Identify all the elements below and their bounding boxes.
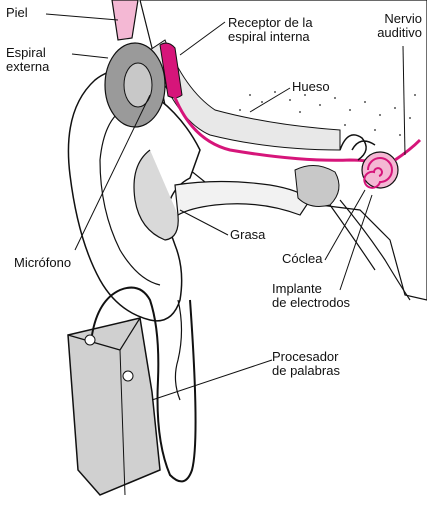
- neck-outline: [175, 300, 181, 400]
- label-internal-coil-receiver: Receptor de la espiral interna: [228, 16, 313, 44]
- label-auditory-nerve: Nervio auditivo: [360, 12, 422, 40]
- label-microphone: Micrófono: [14, 256, 71, 270]
- speech-processor-device: [68, 318, 160, 495]
- middle-ear: [295, 165, 339, 206]
- label-bone: Hueso: [292, 80, 330, 94]
- label-speech-processor: Procesador de palabras: [272, 350, 340, 378]
- cochlea-spiral: [362, 152, 398, 188]
- label-fat: Grasa: [230, 228, 265, 242]
- label-electrode-implant: Implante de electrodos: [272, 282, 350, 310]
- label-skin: Piel: [6, 6, 28, 20]
- label-cochlea: Cóclea: [282, 252, 322, 266]
- label-external-coil: Espiral externa: [6, 46, 49, 74]
